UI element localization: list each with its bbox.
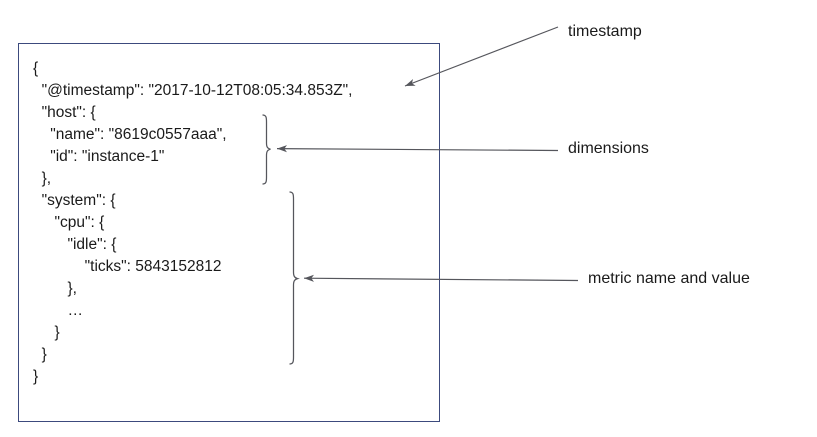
json-document-text: { "@timestamp": "2017-10-12T08:05:34.853… — [33, 60, 353, 385]
annotation-label-metric: metric name and value — [588, 270, 750, 287]
json-document-box: { "@timestamp": "2017-10-12T08:05:34.853… — [18, 43, 440, 422]
annotation-label-dimensions: dimensions — [568, 140, 649, 157]
annotation-label-timestamp: timestamp — [568, 23, 642, 40]
